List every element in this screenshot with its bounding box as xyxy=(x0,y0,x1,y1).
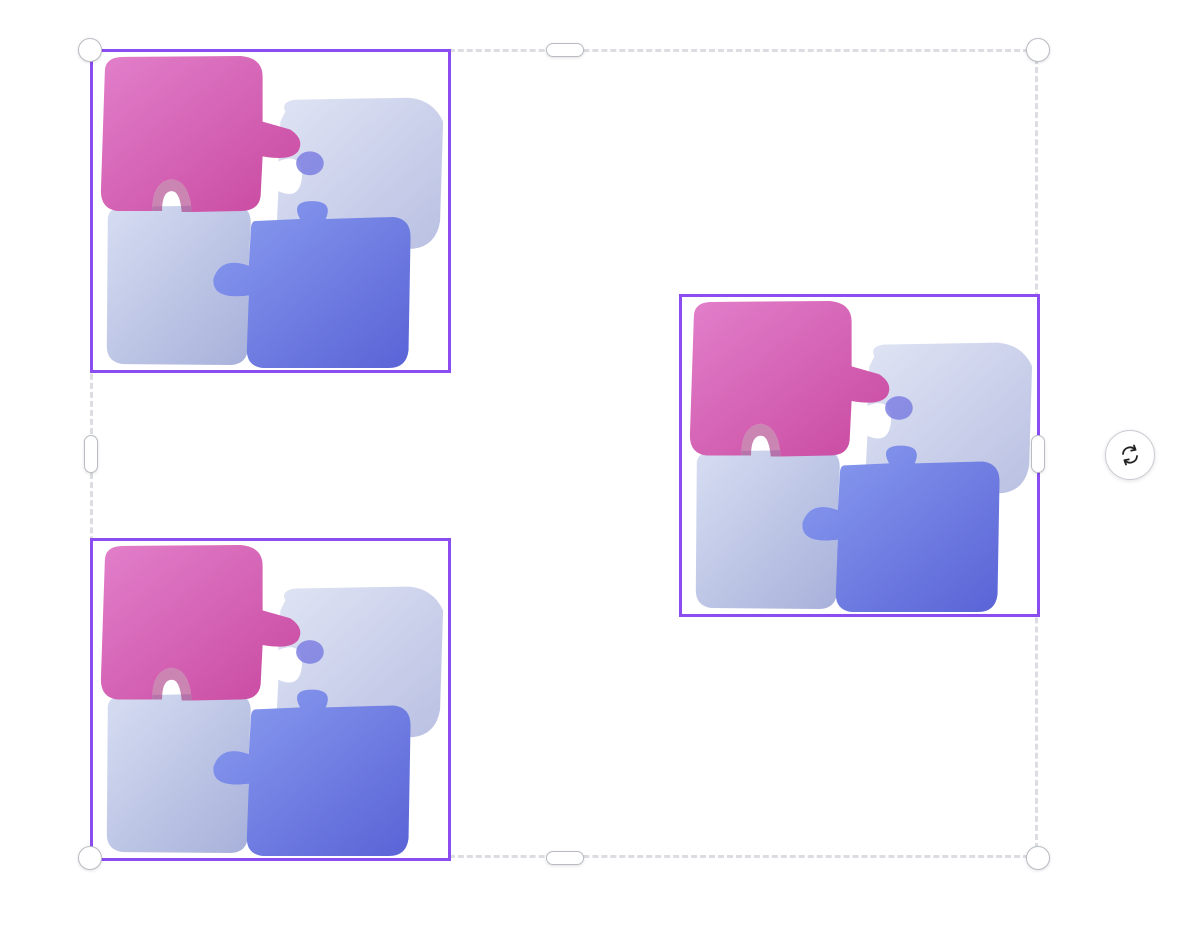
puzzle-image-top-left[interactable] xyxy=(90,49,451,373)
puzzle-pieces-icon xyxy=(100,544,444,857)
resize-handle-right[interactable] xyxy=(1031,435,1045,473)
rotate-icon xyxy=(1122,444,1138,466)
resize-handle-top[interactable] xyxy=(546,43,584,57)
puzzle-pieces-icon xyxy=(689,300,1033,613)
resize-handle-bottom-left[interactable] xyxy=(78,846,102,870)
puzzle-image-bottom-left[interactable] xyxy=(90,538,451,861)
puzzle-image-right[interactable] xyxy=(679,294,1040,617)
resize-handle-left[interactable] xyxy=(84,435,98,473)
resize-handle-top-right[interactable] xyxy=(1026,38,1050,62)
resize-handle-bottom[interactable] xyxy=(546,851,584,865)
puzzle-pieces-icon xyxy=(100,55,444,369)
rotate-button[interactable] xyxy=(1105,430,1155,480)
resize-handle-bottom-right[interactable] xyxy=(1026,846,1050,870)
resize-handle-top-left[interactable] xyxy=(78,38,102,62)
